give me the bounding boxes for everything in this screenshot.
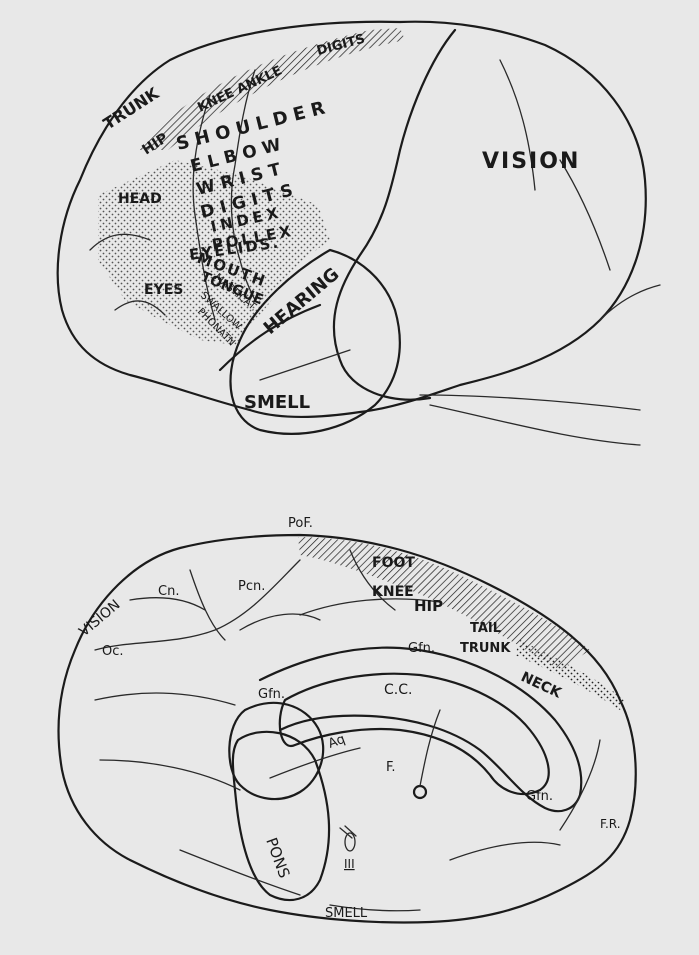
label-head: HEAD <box>118 191 162 207</box>
label-fr: F.R. <box>600 817 621 831</box>
label-gfn-mid: Gfn. <box>258 687 285 702</box>
label-f: F. <box>386 760 396 775</box>
precuneus-sulcus <box>240 614 320 630</box>
label-hip-medial: HIP <box>414 597 443 615</box>
fornix-circle <box>414 786 426 798</box>
label-gfn-upper: Gfn. <box>408 641 435 656</box>
label-pons: PONS <box>262 835 293 880</box>
label-oc: Oc. <box>102 644 124 659</box>
label-knee: KNEE <box>372 584 414 600</box>
medial-brain-view: PoF. FOOT KNEE HIP TAIL TRUNK NECK VISIO… <box>58 516 635 923</box>
label-knee-ankle: KNEE ANKLE <box>195 63 284 115</box>
label-smell-medial: SMELL <box>325 906 368 921</box>
label-iii: III <box>344 857 355 871</box>
label-foot: FOOT <box>372 555 415 571</box>
temporal-sulcus <box>260 350 350 380</box>
cerebellum-line-1 <box>420 395 640 410</box>
frontal-medial-sulcus <box>560 740 600 830</box>
label-cc: C.C. <box>384 682 412 698</box>
label-eyes: EYES <box>144 282 183 298</box>
label-pcn: Pcn. <box>238 579 265 594</box>
label-pof: PoF. <box>288 516 313 531</box>
inferior-sulcus <box>100 760 240 790</box>
occipital-sulcus-2 <box>560 160 610 270</box>
lateral-brain-view: TRUNK HIP KNEE ANKLE DIGITS SHOULDER ELB… <box>58 22 660 445</box>
calcarine-sulcus <box>95 560 300 650</box>
label-cn: Cn. <box>158 584 179 599</box>
label-vision-medial: VISION <box>76 597 123 640</box>
lingual-sulcus <box>95 693 235 705</box>
label-vision: VISION <box>482 149 580 174</box>
cuneus-sulcus <box>130 598 205 610</box>
label-smell: SMELL <box>244 392 310 413</box>
brainstem-line <box>600 285 660 320</box>
orbital-medial-sulcus <box>450 842 560 860</box>
label-trunk: TRUNK <box>100 83 163 133</box>
fornix-line <box>420 710 440 786</box>
label-gfn-right: Gfn. <box>526 789 553 804</box>
cerebellum-line-2 <box>430 405 640 445</box>
label-tail: TAIL <box>470 621 501 636</box>
vision-lobe-outline <box>334 30 455 400</box>
label-trunk-medial: TRUNK <box>460 641 511 656</box>
